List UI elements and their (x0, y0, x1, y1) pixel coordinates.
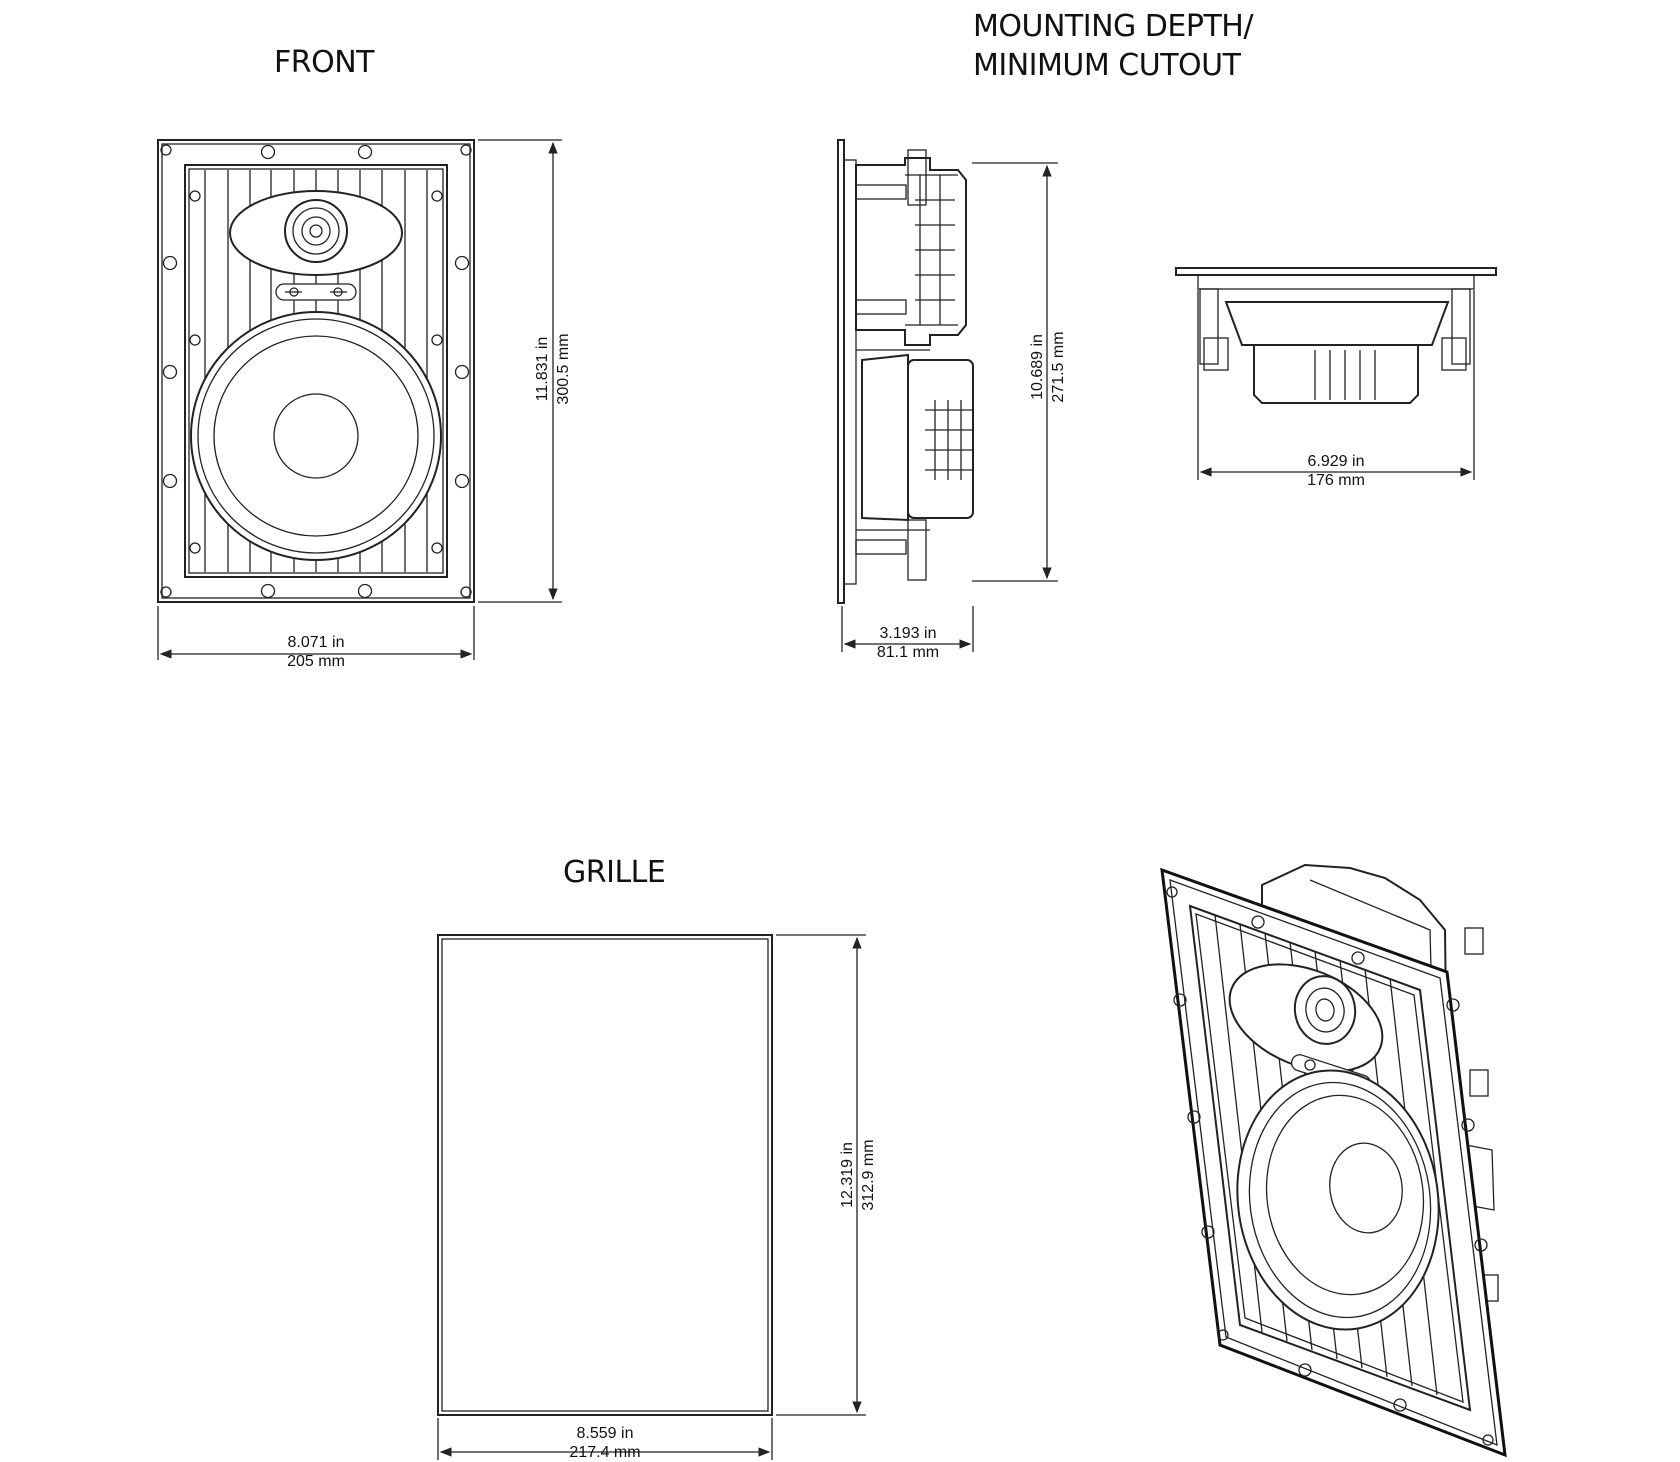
cutout-height-metric: 271.5 mm (1050, 331, 1067, 403)
front-width-metric: 205 mm (287, 653, 345, 670)
grille-view-title: GRILLE (563, 855, 666, 890)
front-view-title: FRONT (274, 45, 374, 80)
grille-height-imperial: 12.319 in (839, 1142, 856, 1208)
front-height-metric: 300.5 mm (555, 333, 572, 405)
cutout-width-imperial: 6.929 in (1307, 453, 1365, 470)
depth-imperial: 3.193 in (879, 625, 937, 642)
front-width-label: 8.071 in 205 mm (258, 633, 374, 671)
cutout-height-label: 10.689 in 271.5 mm (1027, 314, 1069, 420)
top-speaker-drawing (1175, 267, 1497, 404)
cutout-height-imperial: 10.689 in (1029, 334, 1046, 400)
grille-drawing (437, 934, 773, 1416)
grille-width-label: 8.559 in 217.4 mm (545, 1424, 665, 1462)
grille-width-metric: 217.4 mm (569, 1444, 641, 1461)
front-width-imperial: 8.071 in (287, 634, 345, 651)
grille-height-label: 12.319 in 312.9 mm (837, 1122, 879, 1228)
minimum-cutout-title: MINIMUM CUTOUT (973, 48, 1241, 83)
depth-metric: 81.1 mm (876, 644, 940, 661)
depth-label: 3.193 in 81.1 mm (850, 624, 966, 662)
front-height-label: 11.831 in 300.5 mm (532, 316, 574, 422)
front-dimension-lines (157, 139, 562, 660)
front-speaker-drawing (157, 139, 475, 603)
side-dimension-lines (841, 162, 1058, 652)
grille-width-imperial: 8.559 in (576, 1425, 634, 1442)
cutout-width-label: 6.929 in 176 mm (1276, 452, 1396, 490)
side-speaker-drawing (837, 139, 974, 604)
front-height-imperial: 11.831 in (534, 336, 551, 402)
top-dimension-lines (1197, 290, 1475, 480)
perspective-speaker-drawing (1160, 863, 1507, 1458)
mounting-depth-title: MOUNTING DEPTH/ (973, 9, 1253, 44)
cutout-width-metric: 176 mm (1307, 472, 1365, 489)
grille-dimension-lines (437, 934, 866, 1460)
grille-height-metric: 312.9 mm (860, 1139, 877, 1211)
